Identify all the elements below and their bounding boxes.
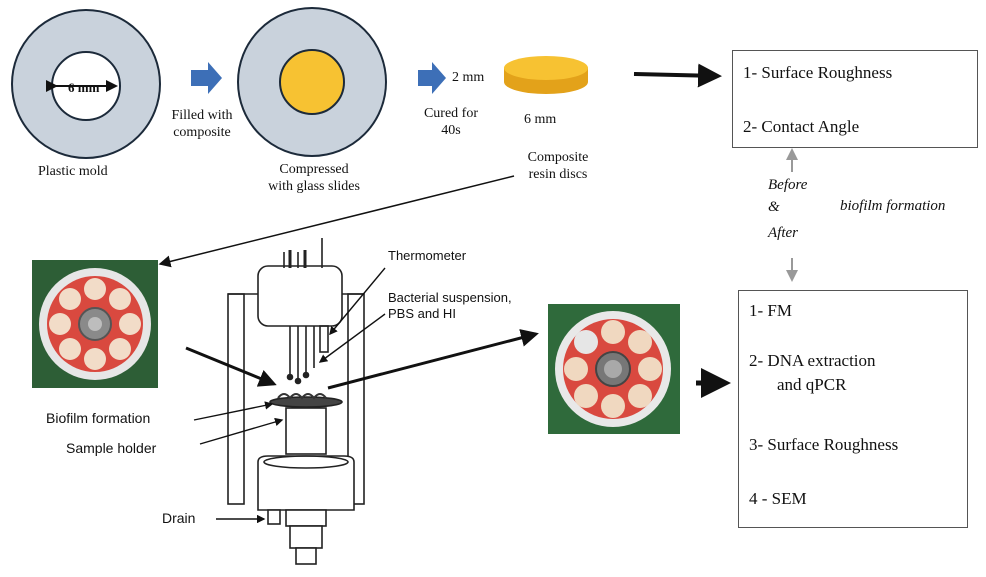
sample-holder-label: Sample holder	[66, 440, 157, 456]
suspension-line-2: PBS and HI	[388, 305, 456, 321]
holder-photo-left	[32, 260, 158, 388]
cure-line-1: Cured for	[423, 106, 479, 121]
disc-thickness-label: 2 mm	[452, 70, 485, 85]
analysis-top-item-2: 2- Contact Angle	[743, 117, 860, 136]
filled-mold	[237, 7, 387, 157]
after-label: After	[768, 225, 798, 241]
composite-disc	[504, 56, 588, 94]
biofilm-formation-label: Biofilm formation	[46, 410, 151, 426]
disc-diameter-label: 6 mm	[524, 112, 557, 127]
cdc-reactor	[227, 238, 365, 565]
arrow-photo-into-reactor	[185, 346, 277, 387]
mold-caption: Plastic mold	[38, 164, 108, 179]
pointer-biofilm	[193, 401, 274, 421]
analysis-bottom-item-3: 3- Surface Roughness	[749, 435, 899, 454]
disc-caption: Composite resin discs	[506, 150, 610, 184]
drain-label: Drain	[162, 510, 196, 526]
cure-line-2: 40s	[441, 122, 461, 138]
biofilm-formation-italic: biofilm formation	[840, 198, 946, 214]
analysis-top-item-1: 1- Surface Roughness	[743, 63, 893, 82]
disc-caption-line-2: resin discs	[528, 166, 588, 182]
fill-step-line-1: Filled with	[171, 108, 233, 123]
pointer-suspension	[318, 313, 386, 363]
pointer-sample-holder	[199, 417, 284, 445]
analysis-box-top: 1- Surface Roughness 2- Contact Angle	[732, 50, 978, 148]
before-label: Before	[768, 177, 808, 193]
amp-label: &	[768, 199, 780, 215]
analysis-bottom-item-2b: and qPCR	[777, 375, 847, 394]
analysis-bottom-item-1: 1- FM	[749, 301, 792, 320]
pointer-thermometer	[329, 267, 386, 336]
thermometer-label: Thermometer	[388, 248, 467, 263]
fill-step-label: Filled with composite	[154, 108, 250, 142]
cure-step-label: Cured for 40s	[418, 106, 484, 140]
analysis-box-bottom: 1- FM 2- DNA extraction and qPCR 3- Surf…	[738, 290, 968, 528]
compress-line-2: with glass slides	[268, 178, 360, 194]
analysis-bottom-item-2: 2- DNA extraction	[749, 351, 876, 370]
arrow-discs-to-holder	[158, 175, 515, 268]
disc-caption-line-1: Composite	[527, 150, 589, 165]
mold-diameter-label: 6 mm	[68, 80, 100, 95]
plastic-mold	[11, 9, 161, 159]
suspension-line-1: Bacterial suspension,	[388, 290, 512, 305]
compress-line-1: Compressed	[279, 162, 349, 177]
fill-step-line-2: composite	[173, 124, 231, 140]
compress-caption: Compressed with glass slides	[240, 162, 388, 196]
holder-photo-right	[548, 304, 680, 434]
analysis-bottom-item-4: 4 - SEM	[749, 489, 807, 508]
blue-arrow-1	[191, 62, 222, 94]
arrow-to-analysis-top	[633, 63, 722, 88]
blue-arrow-2	[418, 62, 446, 94]
arrow-reactor-to-photo	[327, 329, 539, 390]
suspension-label: Bacterial suspension, PBS and HI	[388, 290, 512, 321]
